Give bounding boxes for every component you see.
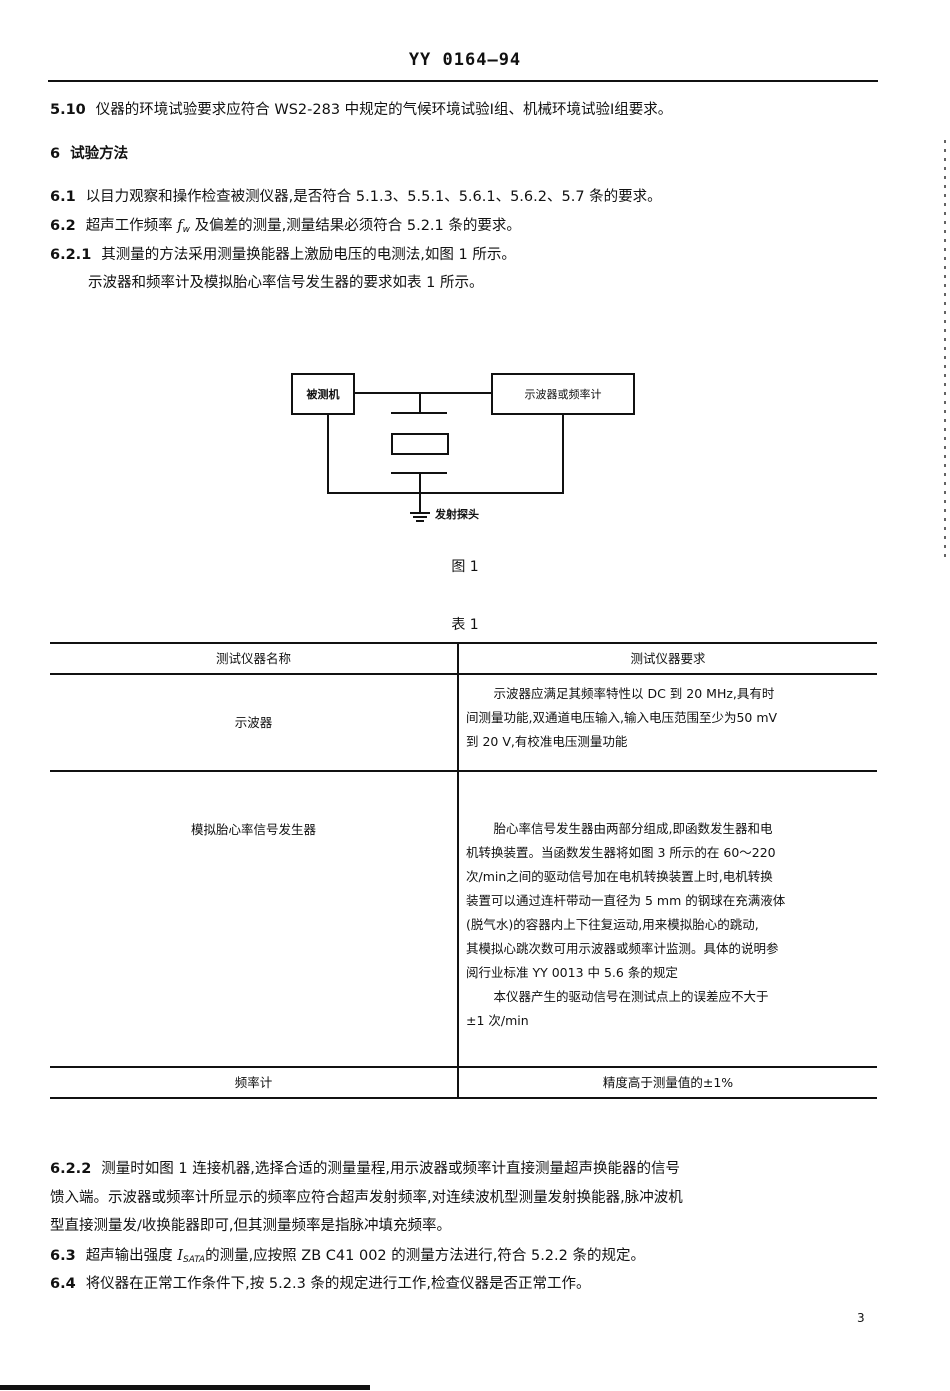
table-column-divider	[457, 642, 459, 1099]
requirement-line: ±1 次/min	[466, 1013, 529, 1028]
transducer-upper-electrode	[391, 412, 447, 414]
section-title: 试验方法	[70, 146, 129, 162]
table-row2-rule	[50, 1066, 877, 1068]
table-1: 测试仪器名称 测试仪器要求 示波器 示波器应满足其频率特性以 DC 到 20 M…	[50, 642, 877, 1122]
table-top-rule	[50, 642, 877, 644]
clause-text-after: 的测量,应按照 ZB C41 002 的测量方法进行,符合 5.2.2 条的规定…	[205, 1248, 645, 1264]
table-row-oscilloscope-name: 示波器	[234, 714, 273, 730]
clause-6-3: 6.3 超声输出强度 ISATA的测量,应按照 ZB C41 002 的测量方法进…	[50, 1246, 645, 1270]
intensity-symbol: I	[177, 1248, 184, 1264]
header-rule	[48, 80, 878, 82]
ground-symbol-bar2	[413, 516, 427, 518]
clause-number: 6.2.1	[50, 247, 92, 263]
clause-number: 6.3	[50, 1248, 76, 1264]
oscilloscope-counter-box: 示波器或频率计	[491, 373, 635, 415]
ground-symbol-bar1	[410, 512, 430, 514]
clause-text: 其测量的方法采用测量换能器上激励电压的电测法,如图 1 所示。	[101, 247, 516, 263]
requirement-line: 次/min之间的驱动信号加在电机转换装置上时,电机转换	[466, 869, 773, 884]
clause-text-line1: 测量时如图 1 连接机器,选择合适的测量量程,用示波器或频率计直接测量超声换能器…	[101, 1161, 680, 1177]
table-1-caption: 表 1	[451, 617, 479, 633]
clause-number: 6.2.2	[50, 1161, 92, 1177]
table-row-fhr-simulator-name: 模拟胎心率信号发生器	[190, 821, 316, 837]
transducer-element	[391, 433, 449, 455]
device-under-test-box: 被测机	[291, 373, 355, 415]
clause-number: 6.4	[50, 1276, 76, 1292]
requirement-line: 示波器应满足其频率特性以 DC 到 20 MHz,具有时	[493, 686, 775, 701]
clause-text-before: 超声输出强度	[85, 1248, 178, 1264]
clause-6-2-1-line2: 示波器和频率计及模拟胎心率信号发生器的要求如表 1 所示。	[88, 275, 484, 291]
connector-lower-stub	[419, 472, 421, 494]
table-row-oscilloscope-requirement: 示波器应满足其频率特性以 DC 到 20 MHz,具有时 间测量功能,双通道电压…	[466, 682, 871, 754]
clause-text: 以目力观察和操作检查被测仪器,是否符合 5.1.3、5.5.1、5.6.1、5.…	[85, 189, 662, 205]
clause-6-2-1: 6.2.1 其测量的方法采用测量换能器上激励电压的电测法,如图 1 所示。	[50, 245, 516, 265]
table-row-frequency-counter-name: 频率计	[234, 1074, 273, 1090]
table-row1-rule	[50, 770, 877, 772]
table-header-rule	[50, 673, 877, 675]
clause-6-1: 6.1 以目力观察和操作检查被测仪器,是否符合 5.1.3、5.5.1、5.6.1…	[50, 187, 662, 207]
figure-1-diagram: 被测机 示波器或频率计 发射探头	[0, 0, 950, 600]
intensity-symbol-subscript: SATA	[183, 1255, 206, 1265]
transmit-probe-label: 发射探头	[435, 508, 479, 521]
connector-upper-stub	[419, 392, 421, 414]
section-number: 6	[50, 146, 61, 162]
connector-right	[562, 413, 564, 493]
requirement-line: 到 20 V,有校准电压测量功能	[466, 734, 628, 749]
clause-text-after: 及偏差的测量,测量结果必须符合 5.2.1 条的要求。	[190, 218, 521, 234]
requirement-line: (脱气水)的容器内上下往复运动,用来模拟胎心的跳动,	[466, 917, 759, 932]
connector-left	[327, 413, 329, 493]
clause-6-4: 6.4 将仪器在正常工作条件下,按 5.2.3 条的规定进行工作,检查仪器是否正常…	[50, 1274, 591, 1294]
page-number: 3	[857, 1311, 865, 1325]
clause-number: 5.10	[50, 102, 86, 118]
requirement-line: 机转换装置。当函数发生器将如图 3 所示的在 60～220	[466, 845, 776, 860]
frequency-symbol: f	[177, 218, 183, 234]
table-header-requirement: 测试仪器要求	[630, 650, 706, 666]
scan-bottom-edge	[0, 1385, 370, 1390]
clause-6-2-2: 6.2.2 测量时如图 1 连接机器,选择合适的测量量程,用示波器或频率计直接测量…	[50, 1159, 680, 1179]
table-row-frequency-counter-requirement: 精度高于测量值的±1%	[602, 1074, 734, 1090]
clause-5-10: 5.10 仪器的环境试验要求应符合 WS2-283 中规定的气候环境试验Ⅰ组、机械…	[50, 100, 672, 120]
requirement-line: 装置可以通过连杆带动一直径为 5 mm 的钢球在充满液体	[466, 893, 786, 908]
ground-lead	[419, 494, 421, 512]
requirement-line: 间测量功能,双通道电压输入,输入电压范围至少为50 mV	[466, 710, 778, 725]
ground-symbol-bar3	[416, 520, 424, 522]
device-under-test-label: 被测机	[306, 388, 340, 401]
clause-6-2: 6.2 超声工作频率 fw 及偏差的测量,测量结果必须符合 5.2.1 条的要求。	[50, 216, 521, 240]
scan-margin-artifact	[944, 140, 946, 560]
table-row-fhr-simulator-requirement: 胎心率信号发生器由两部分组成,即函数发生器和电 机转换装置。当函数发生器将如图 …	[466, 817, 871, 1033]
clause-text: 仪器的环境试验要求应符合 WS2-283 中规定的气候环境试验Ⅰ组、机械环境试验…	[95, 102, 673, 118]
table-header-name: 测试仪器名称	[215, 650, 291, 666]
clause-number: 6.1	[50, 189, 76, 205]
clause-text: 将仪器在正常工作条件下,按 5.2.3 条的规定进行工作,检查仪器是否正常工作。	[85, 1276, 591, 1292]
figure-1-caption: 图 1	[451, 559, 479, 575]
clause-6-2-2-line3: 型直接测量发/收换能器即可,但其测量频率是指脉冲填充频率。	[50, 1218, 451, 1234]
requirement-line: 胎心率信号发生器由两部分组成,即函数发生器和电	[493, 821, 773, 836]
table-bottom-rule	[50, 1097, 877, 1099]
clause-6-2-2-line2: 馈入端。示波器或频率计所显示的频率应符合超声发射频率,对连续波机型测量发射换能器…	[50, 1190, 683, 1206]
clause-number: 6.2	[50, 218, 76, 234]
requirement-line: 本仪器产生的驱动信号在测试点上的误差应不大于	[493, 989, 769, 1004]
connector-bottom	[327, 492, 564, 494]
standard-code-header: YY 0164—94	[408, 50, 522, 70]
frequency-symbol-subscript: w	[182, 225, 191, 235]
requirement-line: 其模拟心跳次数可用示波器或频率计监测。具体的说明参	[466, 941, 779, 956]
oscilloscope-counter-label: 示波器或频率计	[524, 388, 602, 401]
section-6-heading: 6 试验方法	[50, 144, 128, 164]
requirement-line: 阅行业标准 YY 0013 中 5.6 条的规定	[466, 965, 678, 980]
connector-top	[355, 392, 492, 394]
clause-text-before: 超声工作频率	[85, 218, 178, 234]
